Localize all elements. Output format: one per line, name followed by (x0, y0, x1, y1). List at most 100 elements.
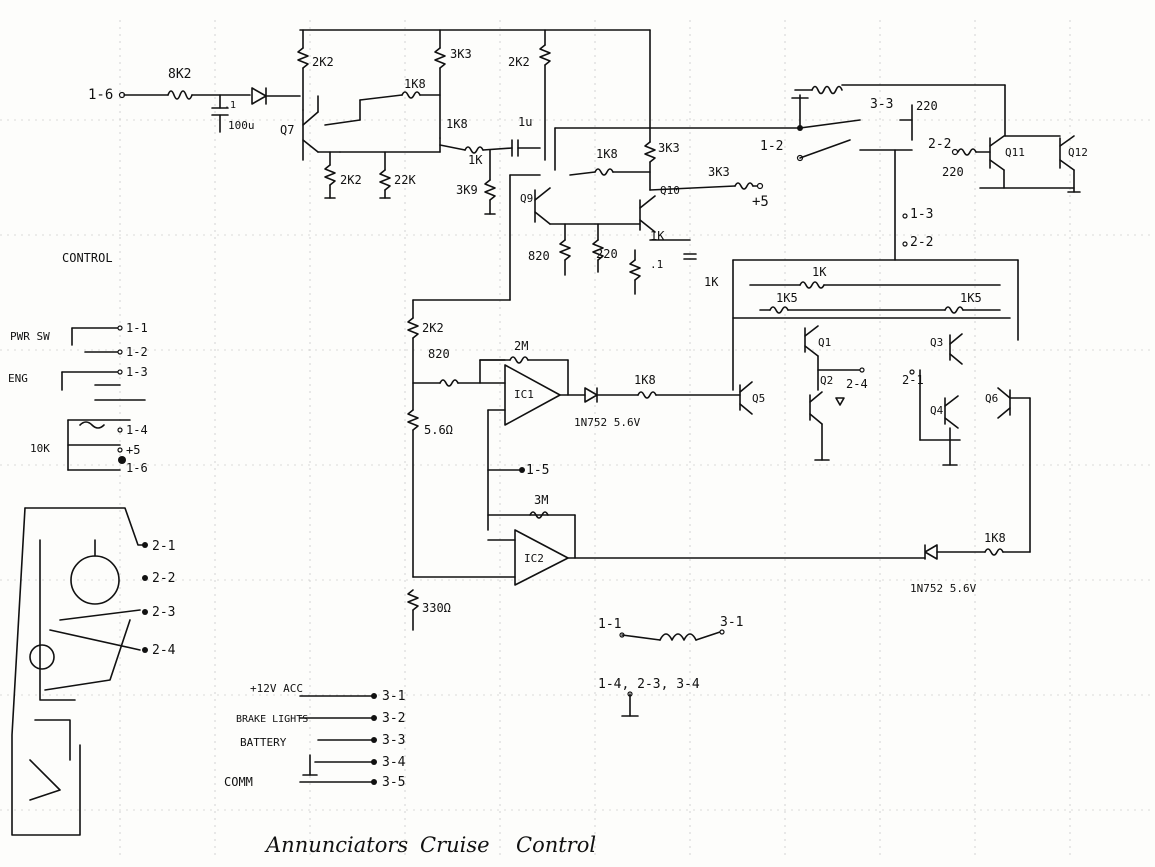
motor-block: 2-1 2-2 2-3 2-4 (11, 507, 176, 836)
control-term-1-1: 1-1 (126, 321, 148, 335)
label-1k5-b: 1K5 (960, 291, 982, 305)
title-word-3: Control (516, 833, 596, 857)
q9-q10-stage: 2K2 3K3 1K8 Q9 Q10 820 220 (508, 29, 801, 301)
title-word-1: Annunciators (264, 833, 408, 857)
net-label-plus5: +5 (752, 194, 769, 210)
label-3m: 3M (534, 493, 548, 507)
control-label-pwr: PWR SW (10, 330, 50, 343)
graph-paper-grid (0, 20, 1155, 860)
label-2k2-b: 2K2 (508, 55, 530, 69)
small-motor-circle (29, 644, 55, 670)
control-label-10k: 10K (30, 442, 50, 455)
motor-term-2-4: 2-4 (152, 643, 176, 658)
label-1k8-b: 1K8 (446, 117, 468, 131)
label-22k: 22K (394, 173, 416, 187)
label-3k3-c: 3K3 (658, 141, 680, 155)
label-q11: Q11 (1005, 146, 1025, 159)
label-10k: 1K8 (634, 373, 656, 387)
label-3k3-a: 3K3 (450, 47, 472, 61)
net-label-1-1: 1-1 (598, 617, 621, 632)
label-2k2-a: 2K2 (312, 55, 334, 69)
control-label-eng: ENG (8, 372, 28, 385)
control-heading: CONTROL (62, 251, 113, 265)
control-term-plus5: +5 (126, 443, 140, 457)
annunciator-term-3-1: 3-1 (382, 689, 405, 704)
label-2m: 2M (514, 339, 528, 353)
label-zener-b: 1N752 5.6V (910, 582, 977, 595)
motor-term-2-2: 2-2 (152, 571, 175, 586)
label-5-6ohm: 5.6Ω (424, 423, 453, 437)
net-label-1-3: 1-3 (910, 207, 933, 222)
label-q6: Q6 (985, 392, 998, 405)
label-cap-100u: 100u (228, 119, 255, 132)
label-q1: Q1 (818, 336, 831, 349)
net-label-2-1: 2-1 (902, 373, 924, 387)
label-led-2-4: 2-4 (846, 377, 868, 391)
label-3k9: 3K9 (456, 183, 478, 197)
label-zener-a: 1N752 5.6V (574, 416, 641, 429)
label-1k-b: 1K (650, 229, 665, 243)
label-q9: Q9 (520, 192, 533, 205)
label-q4: Q4 (930, 404, 944, 417)
annunciator-label-battery: BATTERY (240, 736, 287, 749)
annunciator-term-3-3: 3-3 (382, 733, 405, 748)
transistor-array: 1-3 2-2 1K 1K 1K5 1K5 Q1 Q2 2-4 (704, 207, 1031, 553)
label-3k3-d: 3K3 (708, 165, 730, 179)
label-1k-c: 1K (812, 265, 827, 279)
annunciator-block: +12V ACC BRAKE LIGHTS BATTERY COMM 3-1 3… (224, 682, 406, 790)
label-1k8-c: 1K8 (596, 147, 618, 161)
label-820-a: 820 (528, 249, 550, 263)
annunciator-label-comm: COMM (224, 775, 253, 789)
label-1k-d: 1K (704, 275, 719, 289)
label-q3: Q3 (930, 336, 943, 349)
label-220-b: 220 (916, 99, 938, 113)
label-820-b: 820 (428, 347, 450, 361)
label-220-c: 220 (942, 165, 964, 179)
label-1k5-a: 1K5 (776, 291, 798, 305)
net-label-1-2: 1-2 (760, 139, 783, 154)
bottom-connection-block: 1-1 3-1 1-4, 2-3, 3-4 (598, 615, 743, 717)
label-q2: Q2 (820, 374, 833, 387)
annunciator-term-3-5: 3-5 (382, 775, 405, 790)
label-330ohm: 330Ω (422, 601, 451, 615)
top-right-relay-block: 3-3 220 1-2 2-2 220 Q11 Q12 (760, 84, 1088, 261)
net-label-3-3: 3-3 (870, 97, 893, 112)
annunciator-label-acc: +12V ACC (250, 682, 303, 695)
label-cap-1: .1 (224, 100, 236, 111)
net-label-2-2-mid: 2-2 (910, 235, 933, 250)
zener-b (924, 544, 938, 560)
opamp-section: 2K2 820 5.6Ω IC1 2M 1N752 5.6V 1K8 1-5 I… (407, 299, 1031, 631)
net-label-input: 1-6 (88, 87, 113, 103)
q7-q8-stage: 2K2 3K3 Q7 1K8 2K2 22K 1K8 1K (280, 29, 651, 215)
label-1k8-d: 1K8 (984, 531, 1006, 545)
input-stage: 1-6 8K2 .1 100u (88, 67, 301, 133)
net-label-3-1: 3-1 (720, 615, 743, 630)
control-term-1-6: 1-6 (126, 461, 148, 475)
label-q12: Q12 (1068, 146, 1088, 159)
label-q5: Q5 (752, 392, 765, 405)
control-term-1-4: 1-4 (126, 423, 148, 437)
motor-term-2-1: 2-1 (152, 539, 175, 554)
control-block: CONTROL PWR SW ENG 10K 1-1 1-2 1-3 1-4 +… (8, 251, 148, 475)
label-ic2: IC2 (524, 552, 544, 565)
label-220-a: 220 (596, 247, 618, 261)
input-diode (251, 87, 267, 105)
net-label-ground-group: 1-4, 2-3, 3-4 (598, 677, 700, 692)
annunciator-term-3-2: 3-2 (382, 711, 405, 726)
label-3k3-b: 2K2 (340, 173, 362, 187)
label-ic1: IC1 (514, 388, 534, 401)
ic1-opamp (504, 364, 561, 426)
label-q7: Q7 (280, 123, 294, 137)
drawing-title: Annunciators Cruise Control (264, 833, 596, 857)
label-14-cap: .1 (650, 258, 663, 271)
annunciator-label-brake: BRAKE LIGHTS (236, 714, 308, 725)
title-word-2: Cruise (420, 833, 490, 857)
label-8k2: 8K2 (168, 67, 191, 82)
resistor-8k2 (167, 90, 193, 100)
net-label-2-2-top: 2-2 (928, 137, 951, 152)
net-label-1-5: 1-5 (526, 463, 549, 478)
label-1k-a: 1K (468, 153, 483, 167)
label-1k8-a: 1K8 (404, 77, 426, 91)
ic2-opamp (514, 529, 569, 586)
